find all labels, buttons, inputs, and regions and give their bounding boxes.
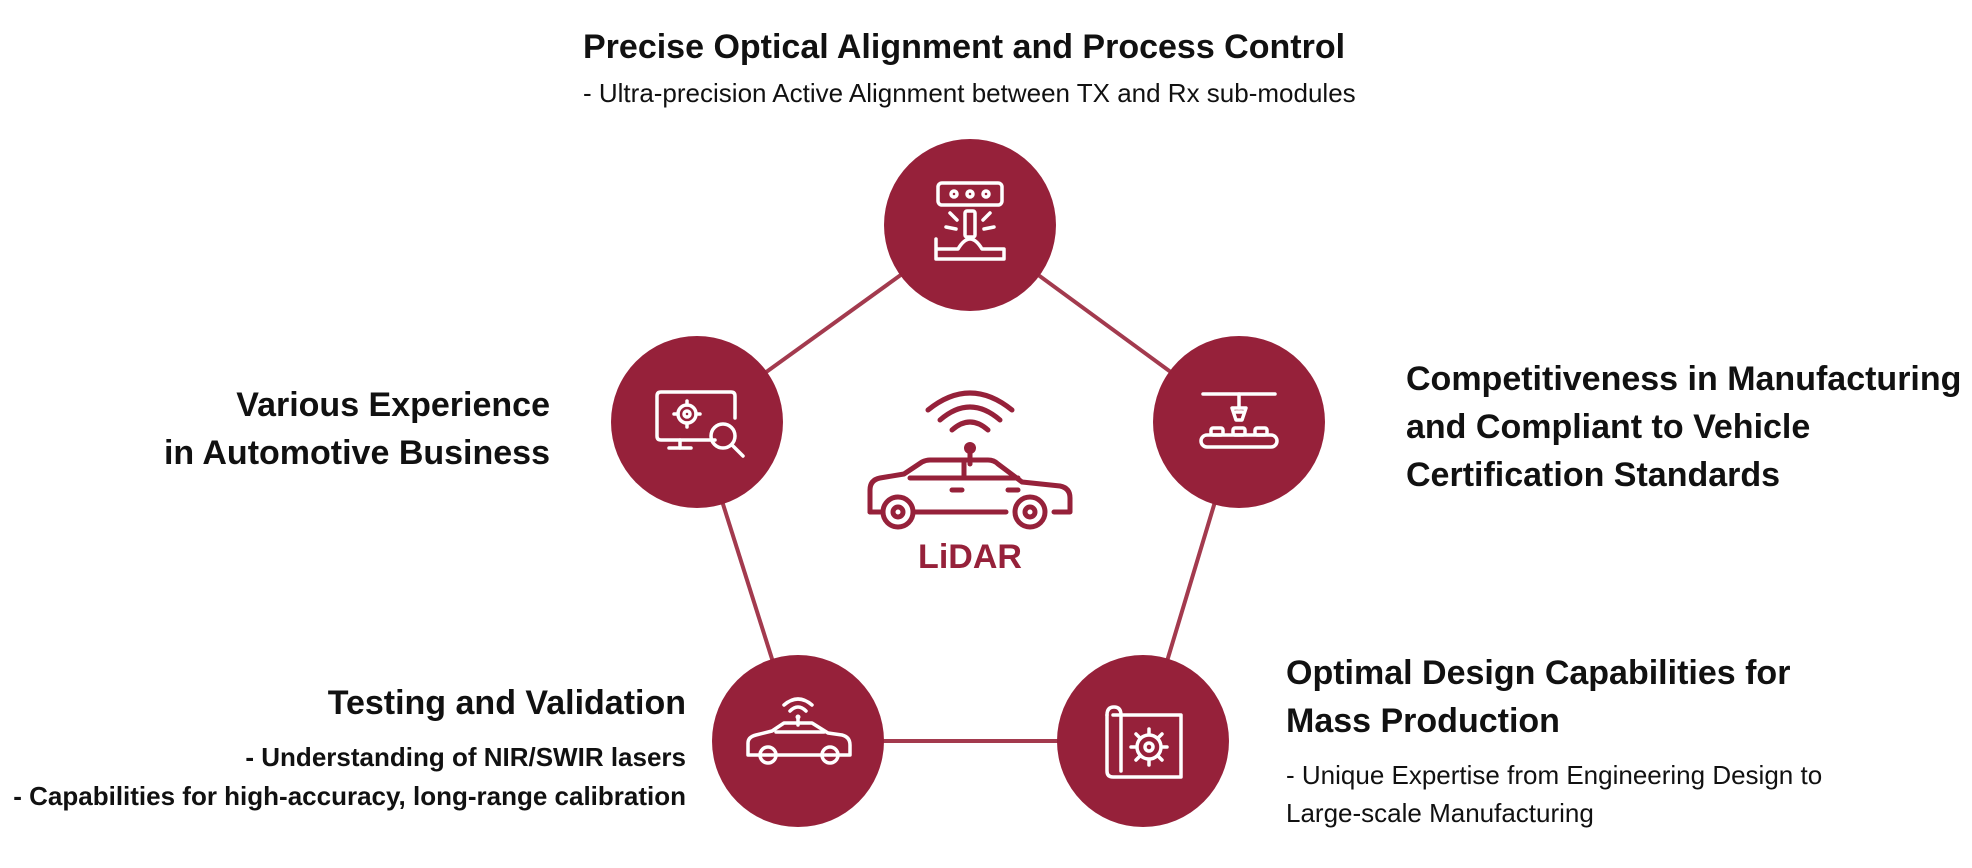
node-bottom-right-desc-line-1: - Unique Expertise from Engineering Desi… <box>1286 760 1822 790</box>
center-lidar: LiDAR <box>867 390 1073 576</box>
node-right-title-line-2: and Compliant to Vehicle <box>1406 408 1810 446</box>
connected-car-icon <box>746 697 852 765</box>
node-bottom-right-title-line-1: Optimal Design Capabilities for <box>1286 654 1790 692</box>
node-circle <box>884 139 1056 311</box>
node-right-title-line-3: Certification Standards <box>1406 456 1780 494</box>
node-circle <box>712 655 884 827</box>
node-bottom-right-title-line-2: Mass Production <box>1286 702 1560 740</box>
blueprint-gear-icon <box>1105 705 1183 779</box>
node-left: Various Experience in Automotive Busines… <box>164 336 783 508</box>
node-bottom-left-desc-line-1: - Understanding of NIR/SWIR lasers <box>245 742 686 772</box>
node-left-title-line-1: Various Experience <box>236 386 550 424</box>
node-circle <box>1057 655 1229 827</box>
node-bottom-right-desc-line-2: Large-scale Manufacturing <box>1286 798 1594 828</box>
node-bottom-left: Testing and Validation - Understanding o… <box>13 655 884 827</box>
node-right: Competitiveness in Manufacturing and Com… <box>1153 336 1961 508</box>
node-bottom-right: Optimal Design Capabilities for Mass Pro… <box>1057 654 1822 828</box>
optical-alignment-icon <box>934 181 1006 261</box>
node-circle <box>611 336 783 508</box>
manufacturing-press-icon <box>1199 392 1279 449</box>
monitor-magnifier-icon <box>655 390 745 458</box>
node-top: Precise Optical Alignment and Process Co… <box>583 28 1356 311</box>
car-with-wifi-icon <box>867 390 1073 530</box>
center-label: LiDAR <box>918 538 1022 576</box>
node-right-title-line-1: Competitiveness in Manufacturing <box>1406 360 1961 398</box>
node-circle <box>1153 336 1325 508</box>
node-top-title: Precise Optical Alignment and Process Co… <box>583 28 1345 66</box>
node-bottom-left-title: Testing and Validation <box>328 684 686 722</box>
node-top-desc: - Ultra-precision Active Alignment betwe… <box>583 78 1356 108</box>
node-bottom-left-desc-line-2: - Capabilities for high-accuracy, long-r… <box>13 781 686 811</box>
node-left-title-line-2: in Automotive Business <box>164 434 550 472</box>
